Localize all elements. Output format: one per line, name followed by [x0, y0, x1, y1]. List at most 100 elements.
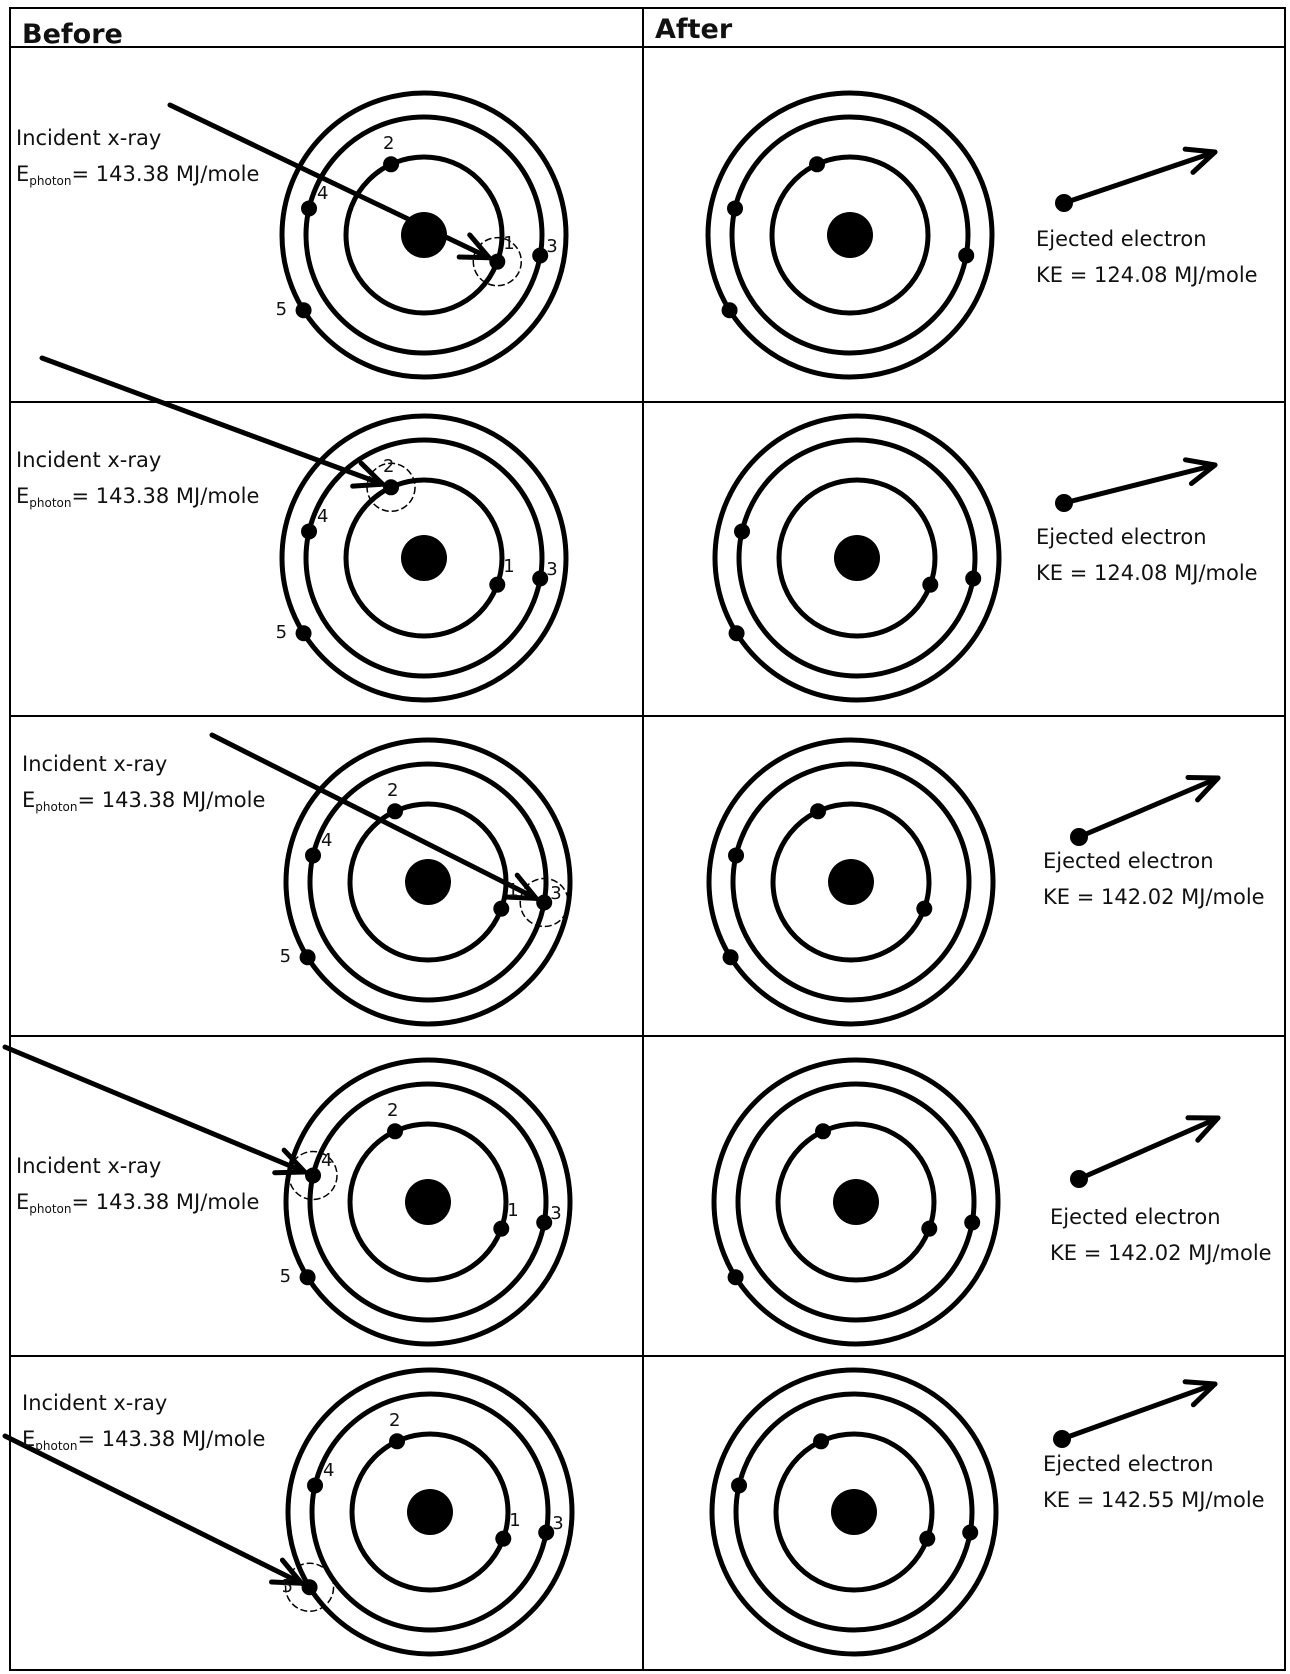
before-electron-4-row-2 — [301, 523, 317, 539]
ejected-arrow-row-3 — [1079, 778, 1218, 837]
ke-value-row-4: KE = 142.02 MJ/mole — [1050, 1240, 1272, 1266]
after-electron-1-row-5 — [919, 1531, 935, 1547]
photon-energy-label-row-4: Ephoton= 143.38 MJ/mole — [16, 1189, 259, 1222]
after-electron-5-row-4 — [728, 1269, 744, 1285]
electron-label-4-row-2: 4 — [317, 507, 328, 527]
electron-label-3-row-5: 3 — [552, 1514, 563, 1534]
after-electron-1-row-4 — [921, 1221, 937, 1237]
before-electron-5-row-4 — [300, 1269, 316, 1285]
electron-label-2-row-5: 2 — [389, 1411, 400, 1431]
header-after: After — [655, 15, 732, 45]
before-electron-1-row-3 — [493, 901, 509, 917]
after-electron-1-row-2 — [922, 577, 938, 593]
after-electron-4-row-5 — [731, 1477, 747, 1493]
before-electron-1-row-2 — [489, 577, 505, 593]
after-electron-2-row-3 — [810, 803, 826, 819]
photon-energy-label-row-5: Ephoton= 143.38 MJ/mole — [22, 1426, 265, 1459]
before-electron-5-row-3 — [300, 949, 316, 965]
before-electron-1-row-5 — [495, 1531, 511, 1547]
incident-label-row-1: Incident x-ray — [16, 125, 161, 151]
electron-label-5-row-5: 5 — [282, 1577, 293, 1597]
after-electron-5-row-1 — [722, 302, 738, 318]
ke-value-row-1: KE = 124.08 MJ/mole — [1036, 262, 1258, 288]
electron-label-5-row-4: 5 — [280, 1267, 291, 1287]
after-electron-4-row-1 — [727, 200, 743, 216]
before-electron-4-row-4 — [305, 1167, 321, 1183]
before-electron-5-row-1 — [296, 302, 312, 318]
ejected-arrow-row-4 — [1079, 1118, 1218, 1179]
ejected-label-row-3: Ejected electron — [1043, 848, 1214, 874]
before-electron-5-row-2 — [296, 625, 312, 641]
before-nucleus-row-5 — [407, 1489, 453, 1535]
ejected-label-row-1: Ejected electron — [1036, 226, 1207, 252]
after-nucleus-row-3 — [828, 859, 874, 905]
electron-label-1-row-4: 1 — [507, 1201, 518, 1221]
before-electron-2-row-2 — [383, 479, 399, 495]
ejected-label-row-2: Ejected electron — [1036, 524, 1207, 550]
after-electron-5-row-2 — [729, 625, 745, 641]
after-nucleus-row-1 — [827, 212, 873, 258]
before-nucleus-row-4 — [405, 1179, 451, 1225]
before-electron-2-row-1 — [383, 156, 399, 172]
before-electron-1-row-4 — [493, 1221, 509, 1237]
electron-label-1-row-3: 1 — [507, 881, 518, 901]
before-electron-2-row-3 — [387, 803, 403, 819]
electron-label-1-row-2: 1 — [503, 557, 514, 577]
before-electron-4-row-1 — [301, 200, 317, 216]
before-electron-4-row-3 — [305, 847, 321, 863]
electron-label-5-row-1: 5 — [276, 300, 287, 320]
electron-label-3-row-3: 3 — [550, 884, 561, 904]
after-electron-2-row-4 — [815, 1123, 831, 1139]
after-nucleus-row-2 — [834, 535, 880, 581]
photon-energy-label-row-3: Ephoton= 143.38 MJ/mole — [22, 787, 265, 820]
header-before: Before — [22, 20, 123, 50]
after-electron-3-row-2 — [965, 570, 981, 586]
photon-energy-label-row-1: Ephoton= 143.38 MJ/mole — [16, 161, 259, 194]
electron-label-3-row-1: 3 — [546, 237, 557, 257]
electron-label-3-row-4: 3 — [550, 1204, 561, 1224]
after-electron-4-row-2 — [734, 523, 750, 539]
electron-label-4-row-5: 4 — [323, 1461, 334, 1481]
before-electron-1-row-1 — [489, 254, 505, 270]
after-electron-1-row-3 — [916, 901, 932, 917]
after-nucleus-row-5 — [831, 1489, 877, 1535]
incident-label-row-4: Incident x-ray — [16, 1153, 161, 1179]
ejected-label-row-5: Ejected electron — [1043, 1451, 1214, 1477]
incident-label-row-3: Incident x-ray — [22, 751, 167, 777]
after-nucleus-row-4 — [833, 1179, 879, 1225]
after-electron-2-row-1 — [809, 156, 825, 172]
table-border — [10, 8, 1285, 1670]
before-nucleus-row-2 — [401, 535, 447, 581]
before-electron-4-row-5 — [307, 1477, 323, 1493]
electron-label-2-row-3: 2 — [387, 781, 398, 801]
incident-label-row-5: Incident x-ray — [22, 1390, 167, 1416]
after-electron-4-row-3 — [728, 847, 744, 863]
photon-energy-label-row-2: Ephoton= 143.38 MJ/mole — [16, 483, 259, 516]
electron-label-1-row-1: 1 — [503, 234, 514, 254]
electron-label-3-row-2: 3 — [546, 560, 557, 580]
ke-value-row-3: KE = 142.02 MJ/mole — [1043, 884, 1265, 910]
after-electron-3-row-4 — [964, 1214, 980, 1230]
after-electron-3-row-5 — [962, 1524, 978, 1540]
electron-label-2-row-1: 2 — [383, 134, 394, 154]
before-electron-2-row-4 — [387, 1123, 403, 1139]
ejected-arrow-row-5 — [1062, 1384, 1215, 1439]
after-electron-5-row-3 — [723, 949, 739, 965]
ejected-arrow-row-1 — [1064, 152, 1215, 203]
incident-label-row-2: Incident x-ray — [16, 447, 161, 473]
electron-label-4-row-4: 4 — [321, 1151, 332, 1171]
electron-label-2-row-4: 2 — [387, 1101, 398, 1121]
electron-label-5-row-2: 5 — [276, 623, 287, 643]
electron-label-4-row-1: 4 — [317, 184, 328, 204]
before-electron-2-row-5 — [389, 1433, 405, 1449]
before-electron-5-row-5 — [302, 1579, 318, 1595]
ejected-label-row-4: Ejected electron — [1050, 1204, 1221, 1230]
before-nucleus-row-3 — [405, 859, 451, 905]
electron-label-2-row-2: 2 — [383, 457, 394, 477]
electron-label-4-row-3: 4 — [321, 831, 332, 851]
after-electron-2-row-5 — [813, 1433, 829, 1449]
ke-value-row-5: KE = 142.55 MJ/mole — [1043, 1487, 1265, 1513]
electron-label-5-row-3: 5 — [280, 947, 291, 967]
ke-value-row-2: KE = 124.08 MJ/mole — [1036, 560, 1258, 586]
after-electron-3-row-1 — [958, 247, 974, 263]
